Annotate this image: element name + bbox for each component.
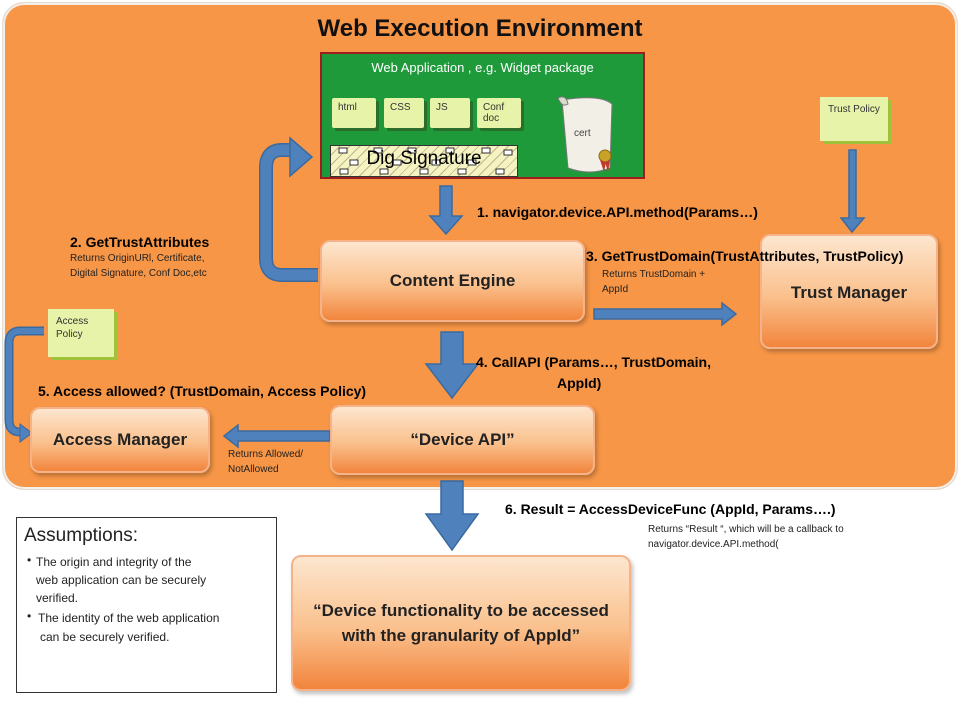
device-api-box: “Device API”	[330, 405, 595, 475]
cert-label: cert	[574, 128, 591, 139]
step2-label: 2. GetTrustAttributes	[70, 234, 210, 250]
assumptions-heading: Assumptions:	[24, 525, 139, 546]
file-html: html	[332, 98, 376, 128]
access-manager-box: Access Manager	[30, 407, 210, 473]
arrow-step5	[222, 423, 331, 449]
step4-label-line2: AppId)	[557, 375, 602, 391]
arrow-step4	[424, 331, 480, 400]
trust-policy-note: Trust Policy	[820, 97, 888, 141]
device-functionality-box: “Device functionality to be accessed wit…	[291, 555, 631, 691]
arrow-step6	[424, 480, 480, 552]
assumption2-line1: The identity of the web application	[38, 611, 220, 625]
step3-desc-line2: AppId	[602, 284, 629, 295]
file-css: CSS	[384, 98, 424, 128]
web-application-title: Web Application , e.g. Widget package	[371, 60, 594, 75]
step6-label: 6. Result = AccessDeviceFunc (AppId, Par…	[505, 501, 836, 517]
arrow-step1	[428, 185, 464, 236]
arrow-trust-policy	[839, 149, 866, 234]
step2-desc-line2: Digital Signature, Conf Doc,etc	[70, 268, 207, 279]
step6-desc-line1: Returns “Result “, which will be a callb…	[648, 524, 844, 535]
assumption2-line2: can be securely verified.	[40, 630, 170, 644]
step5-desc-line1: Returns Allowed/	[228, 449, 304, 460]
arrow-step3	[593, 301, 738, 327]
step3-label: 3. GetTrustDomain(TrustAttributes, Trust…	[586, 248, 904, 264]
diagram-title: Web Execution Environment	[317, 15, 643, 42]
assumption1-line3: verified.	[36, 591, 79, 605]
access-policy-note: Access Policy	[48, 309, 114, 357]
bullet-dot-2: •	[27, 609, 32, 623]
step1-label: 1. navigator.device.API.method(Params…)	[477, 204, 758, 220]
assumption1-line1: The origin and integrity of the	[36, 555, 192, 569]
content-engine-box: Content Engine	[320, 240, 585, 322]
step6-desc-line2: navigator.device.API.method(	[648, 539, 779, 550]
assumption1-line2: web application can be securely	[36, 573, 207, 587]
step5-desc-line2: NotAllowed	[228, 464, 279, 475]
step3-desc-line1: Returns TrustDomain +	[602, 269, 706, 280]
digital-signature-label: Dig Signature	[366, 148, 482, 169]
file-conf-doc: Conf doc	[477, 98, 521, 128]
step5-label: 5. Access allowed? (TrustDomain, Access …	[38, 383, 367, 399]
bullet-dot-1: •	[27, 553, 32, 567]
step4-label-line1: 4. CallAPI (Params…, TrustDomain,	[476, 354, 711, 370]
assumptions-box	[16, 517, 277, 693]
trust-manager-box: Trust Manager	[760, 234, 938, 349]
file-js: JS	[430, 98, 470, 128]
step2-desc-line1: Returns OriginURl, Certificate,	[70, 253, 205, 264]
